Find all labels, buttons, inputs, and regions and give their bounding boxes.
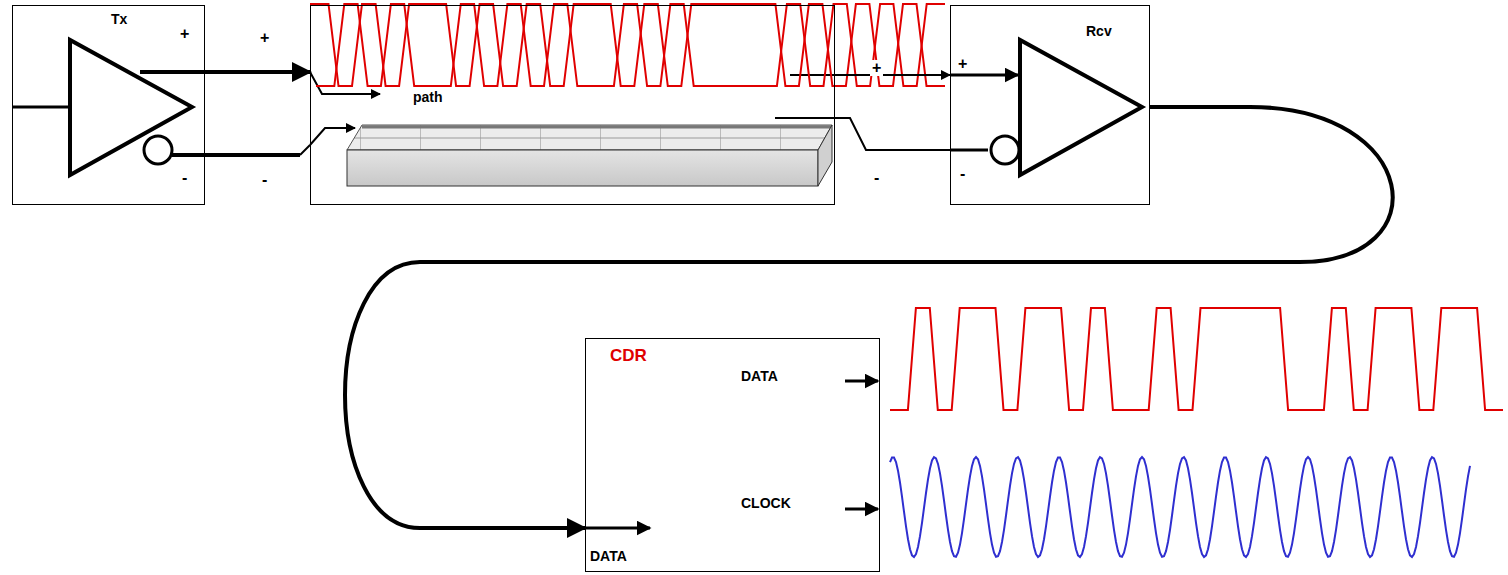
plus-wire	[790, 74, 835, 76]
minus-wire	[775, 118, 950, 150]
rcv-minus-wire	[950, 149, 988, 152]
cdr-box: CDR DATA DATA CLOCK	[585, 338, 880, 572]
polarity-label: -	[958, 166, 967, 182]
polarity-label: -	[260, 172, 269, 188]
channel-box: path	[310, 5, 835, 205]
slab-side	[818, 125, 832, 186]
box-title: Tx	[111, 12, 127, 27]
polarity-label: -	[180, 170, 189, 186]
receiver-box: Rcv	[950, 5, 1150, 205]
pin-label: CLOCK	[741, 496, 791, 511]
waveforms	[310, 4, 1503, 557]
minus-wire	[300, 145, 310, 155]
clock-waveform	[890, 457, 1470, 557]
slab-trace	[362, 126, 832, 129]
signal-connector	[205, 70, 310, 74]
data-out-pin	[845, 380, 878, 383]
recovered-data-waveform	[890, 308, 1503, 410]
clock-out-pin	[845, 508, 878, 511]
pin-label: DATA	[741, 369, 778, 384]
signal-connector	[835, 74, 950, 76]
slab-top	[347, 125, 832, 150]
rcv-plus-wire	[950, 74, 1018, 77]
inverter-bubble	[991, 136, 1019, 164]
data-in-pin	[585, 527, 650, 530]
pcb-trace-slab	[347, 125, 832, 186]
polarity-label: +	[258, 30, 271, 46]
tx-amplifier	[12, 40, 205, 175]
polarity-label: -	[872, 170, 881, 186]
differential-waveform	[310, 4, 945, 86]
polarity-label: +	[956, 56, 969, 72]
differential-waveform	[316, 4, 945, 86]
tx-minus-wire	[172, 153, 205, 157]
rcv-amplifier	[950, 40, 1142, 175]
plus-wire	[310, 72, 380, 94]
transmitter-box: Tx	[12, 5, 205, 205]
pin-label: DATA	[590, 549, 627, 564]
box-title: CDR	[610, 347, 647, 366]
slab-front	[347, 150, 818, 186]
box-title: path	[411, 90, 445, 105]
tx-plus-wire	[140, 70, 205, 74]
tx-input-wire	[12, 106, 70, 109]
polarity-label: +	[870, 60, 883, 76]
minus-wire	[310, 128, 355, 145]
inverter-bubble	[144, 136, 172, 164]
cdr-pins	[585, 381, 878, 528]
signal-connector	[345, 107, 1393, 528]
box-title: Rcv	[1086, 24, 1112, 39]
amplifier-symbol	[1020, 40, 1142, 175]
minus-wire	[205, 153, 300, 157]
polarity-label: +	[178, 26, 191, 42]
